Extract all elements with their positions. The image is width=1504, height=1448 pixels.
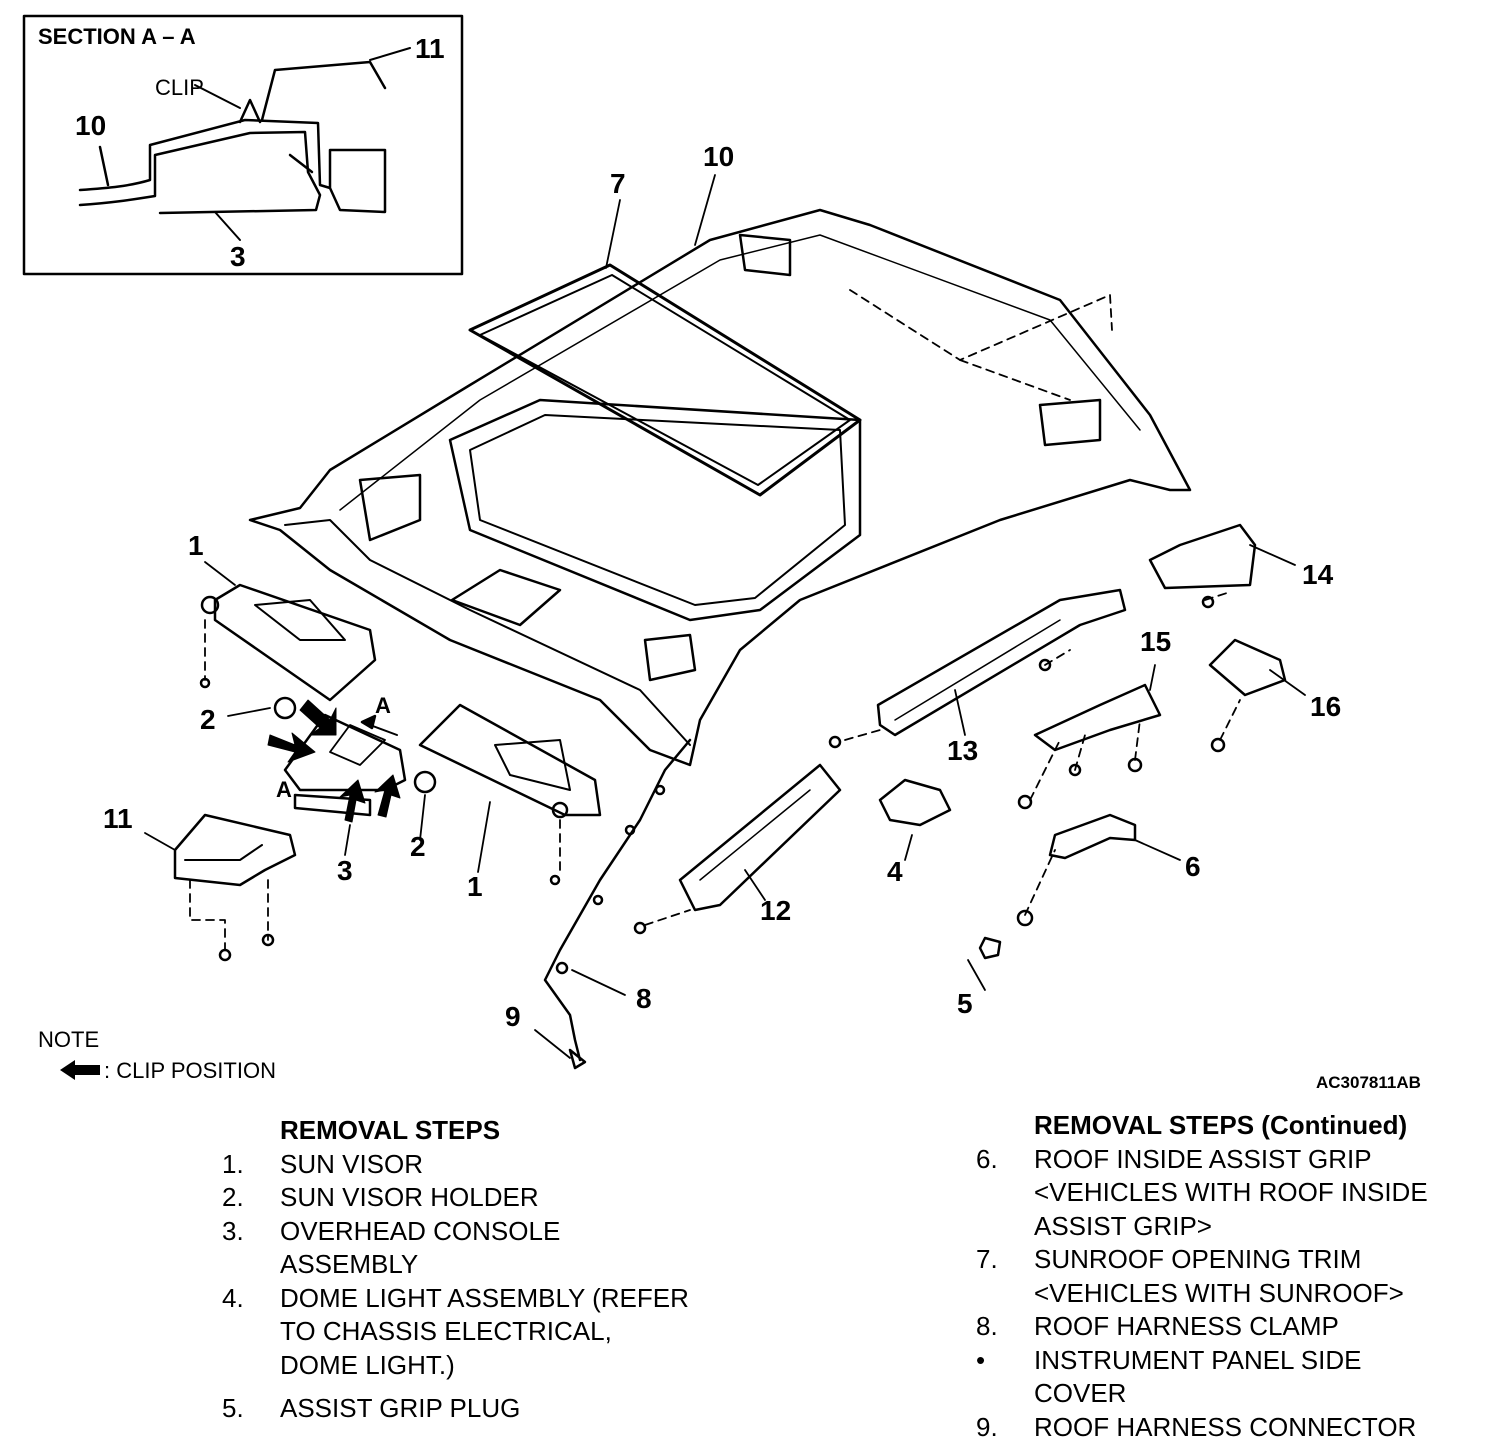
removal-steps: REMOVAL STEPS 1.SUN VISOR 2.SUN VISOR HO… bbox=[222, 1114, 742, 1426]
callout-12: 12 bbox=[760, 895, 791, 926]
clip-arrows bbox=[267, 699, 401, 823]
bracket-15 bbox=[1017, 683, 1162, 810]
sun-visor-left bbox=[199, 583, 377, 702]
list-item: 8.ROOF HARNESS CLAMP bbox=[976, 1311, 1339, 1341]
removal-steps-heading: REMOVAL STEPS bbox=[280, 1115, 501, 1145]
headliner-panel bbox=[248, 208, 1192, 767]
list-item: •INSTRUMENT PANEL SIDE COVER bbox=[976, 1344, 1362, 1409]
section-clip-label: CLIP bbox=[155, 75, 204, 100]
list-item: 4.DOME LIGHT ASSEMBLY (REFER TO CHASSIS … bbox=[222, 1282, 689, 1380]
section-label-11: 11 bbox=[415, 33, 445, 64]
section-a-a-inset bbox=[22, 14, 464, 276]
list-item: 9.ROOF HARNESS CONNECTOR bbox=[976, 1411, 1417, 1442]
figure-code: AC307811AB bbox=[1316, 1073, 1421, 1092]
list-item: 2.SUN VISOR HOLDER bbox=[222, 1182, 539, 1212]
center-pillar-trim bbox=[828, 588, 1127, 749]
callout-16: 16 bbox=[1310, 691, 1341, 722]
callout-7: 7 bbox=[610, 168, 626, 199]
dome-light-assembly bbox=[878, 778, 952, 827]
guide-lines bbox=[189, 289, 1241, 951]
section-label-3: 3 bbox=[230, 241, 246, 272]
callout-5: 5 bbox=[957, 988, 973, 1019]
note-title: NOTE bbox=[38, 1027, 99, 1052]
trim-16 bbox=[1208, 638, 1287, 753]
assist-grip-plug bbox=[978, 936, 1002, 960]
sun-visor-holder-left bbox=[273, 696, 297, 720]
removal-steps-continued: REMOVAL STEPS (Continued) 6.ROOF INSIDE … bbox=[976, 1109, 1496, 1444]
rear-trim-14 bbox=[1148, 523, 1257, 609]
callout-2-left: 2 bbox=[200, 704, 216, 735]
list-item: 1.SUN VISOR bbox=[222, 1148, 424, 1179]
callout-2-right: 2 bbox=[410, 831, 426, 862]
list-item: 6.ROOF INSIDE ASSIST GRIP <VEHICLES WITH… bbox=[976, 1143, 1428, 1241]
callout-4: 4 bbox=[887, 856, 903, 887]
callout-3: 3 bbox=[337, 855, 353, 886]
callout-8: 8 bbox=[636, 983, 652, 1014]
sun-visor-holder-right bbox=[413, 770, 437, 794]
sunroof-opening-trim bbox=[468, 263, 862, 497]
leader-lines bbox=[144, 174, 1306, 1059]
callout-9: 9 bbox=[505, 1001, 521, 1032]
sun-visor-right bbox=[418, 703, 602, 886]
removal-steps-continued-heading: REMOVAL STEPS (Continued) bbox=[1034, 1110, 1408, 1140]
console-bracket bbox=[173, 813, 297, 962]
section-label-10: 10 bbox=[75, 110, 106, 141]
list-item: 5.ASSIST GRIP PLUG bbox=[222, 1393, 521, 1423]
roof-assist-grip bbox=[1016, 813, 1137, 927]
section-mark-bottom: A bbox=[276, 777, 292, 802]
callout-13: 13 bbox=[947, 735, 978, 766]
clip-position-arrow-icon bbox=[60, 1060, 100, 1080]
list-item: 7.SUNROOF OPENING TRIM <VEHICLES WITH SU… bbox=[976, 1244, 1404, 1308]
callout-6: 6 bbox=[1185, 851, 1201, 882]
list-item: 3.OVERHEAD CONSOLE ASSEMBLY bbox=[222, 1215, 561, 1280]
callout-10: 10 bbox=[703, 141, 734, 172]
section-mark-top: A bbox=[375, 693, 391, 718]
section-title: SECTION A – A bbox=[38, 24, 196, 49]
callout-15: 15 bbox=[1140, 626, 1171, 657]
callout-11: 11 bbox=[103, 803, 133, 834]
note-legend: : CLIP POSITION bbox=[104, 1058, 276, 1083]
callout-14: 14 bbox=[1302, 559, 1334, 590]
callout-1-right: 1 bbox=[467, 871, 483, 902]
roof-harness bbox=[543, 738, 692, 1070]
callout-1-left: 1 bbox=[188, 530, 204, 561]
front-pillar-trim bbox=[633, 763, 842, 935]
